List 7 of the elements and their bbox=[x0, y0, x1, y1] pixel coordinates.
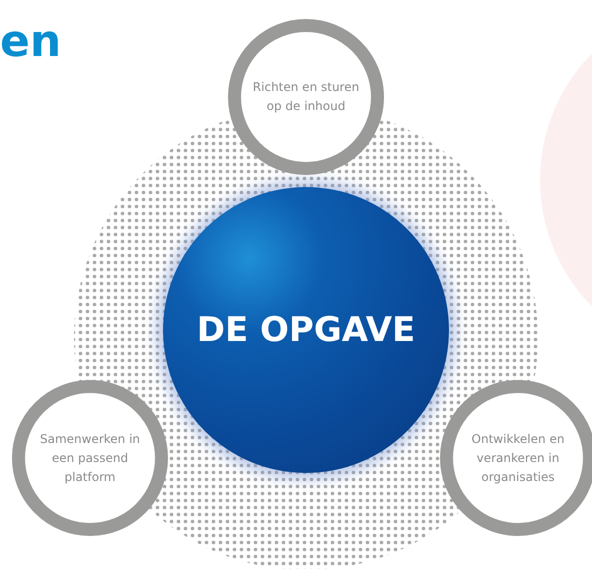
ring-circle bbox=[440, 380, 592, 536]
ring-text: Ontwikkelen en verankeren in organisaties bbox=[470, 430, 566, 486]
center-title: DE OPGAVE bbox=[196, 310, 416, 350]
ring-circle bbox=[228, 19, 384, 175]
ring-text: Richten en sturen op de inhoud bbox=[252, 79, 360, 115]
heading: en bbox=[0, 15, 62, 69]
ring-text: Samenwerken in een passend platform bbox=[38, 430, 142, 486]
